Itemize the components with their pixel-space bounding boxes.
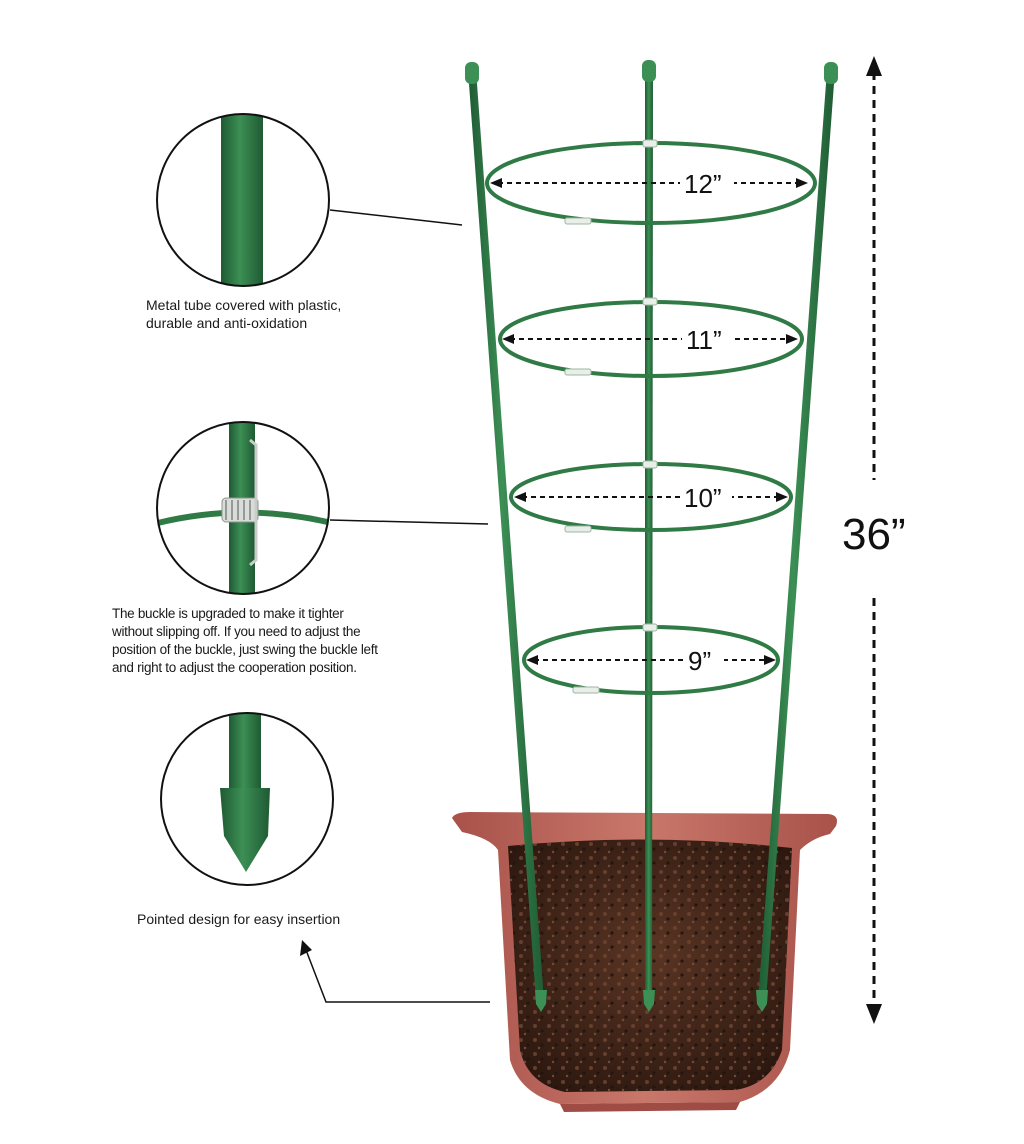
detail-tube	[156, 113, 330, 287]
callout-buckle-line-4: and right to adjust the cooperation posi…	[112, 660, 357, 675]
callout-arrowhead	[300, 940, 312, 956]
callout-tip-line-1: Pointed design for easy insertion	[137, 911, 341, 927]
callout-tip-text: Pointed design for easy insertion	[137, 910, 397, 928]
callout-lines	[305, 209, 490, 1003]
callout-buckle-line-3: position of the buckle, just swing the b…	[112, 642, 378, 657]
ring-label-12: 12”	[684, 169, 722, 199]
ring-label-10: 10”	[684, 483, 722, 513]
callout-buckle-line-2: without slipping off. If you need to adj…	[112, 624, 361, 639]
detail-tip	[160, 712, 334, 886]
trellis-rings	[485, 139, 817, 695]
callout-buckle-text: The buckle is upgraded to make it tighte…	[112, 605, 412, 677]
ring-labels: 12” 11” 10” 9”	[680, 168, 734, 676]
ring-label-9: 9”	[688, 646, 711, 676]
flower-pot	[452, 812, 837, 1112]
callout-tube-line-1: Metal tube covered with plastic,	[146, 297, 342, 313]
callout-tube-text: Metal tube covered with plastic, durable…	[146, 296, 406, 332]
height-arrowheads	[866, 56, 882, 1024]
height-label: 36”	[842, 510, 906, 559]
callout-buckle-line-1: The buckle is upgraded to make it tighte…	[112, 606, 344, 621]
callout-tube-line-2: durable and anti-oxidation	[146, 315, 308, 331]
ring-dimension-arrowheads	[490, 178, 808, 665]
ring-dimensions	[498, 182, 800, 661]
detail-buckle	[156, 421, 330, 595]
ring-label-11: 11”	[686, 325, 722, 355]
trellis-stakes	[465, 60, 838, 1012]
